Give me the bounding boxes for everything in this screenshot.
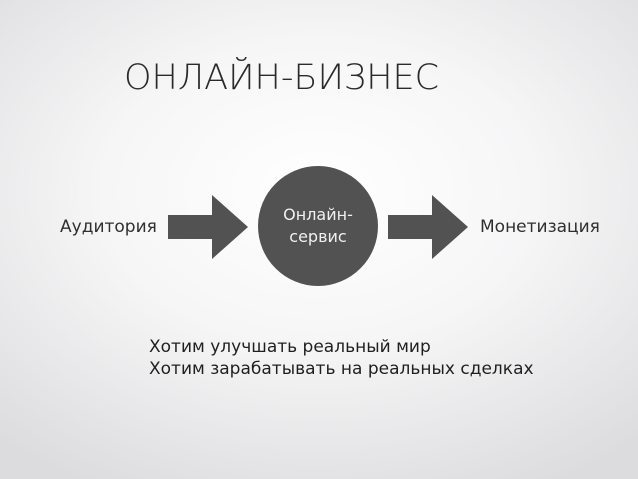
audience-label: Аудитория bbox=[60, 217, 157, 237]
statement-list: Хотим улучшать реальный мир Хотим зараба… bbox=[149, 336, 534, 380]
statement-line: Хотим зарабатывать на реальных сделках bbox=[149, 359, 534, 379]
node-label-line-1: Онлайн- bbox=[283, 205, 353, 224]
node-label-line-2: сервис bbox=[289, 227, 347, 246]
statement-line: Хотим улучшать реальный мир bbox=[149, 337, 431, 357]
slide-title: ОНЛАЙН-БИЗНЕС bbox=[124, 58, 440, 98]
right-arrow-icon bbox=[388, 195, 468, 259]
right-arrow-icon bbox=[168, 195, 248, 259]
monetization-label: Монетизация bbox=[480, 217, 600, 237]
online-service-node: Онлайн- сервис bbox=[258, 166, 378, 286]
